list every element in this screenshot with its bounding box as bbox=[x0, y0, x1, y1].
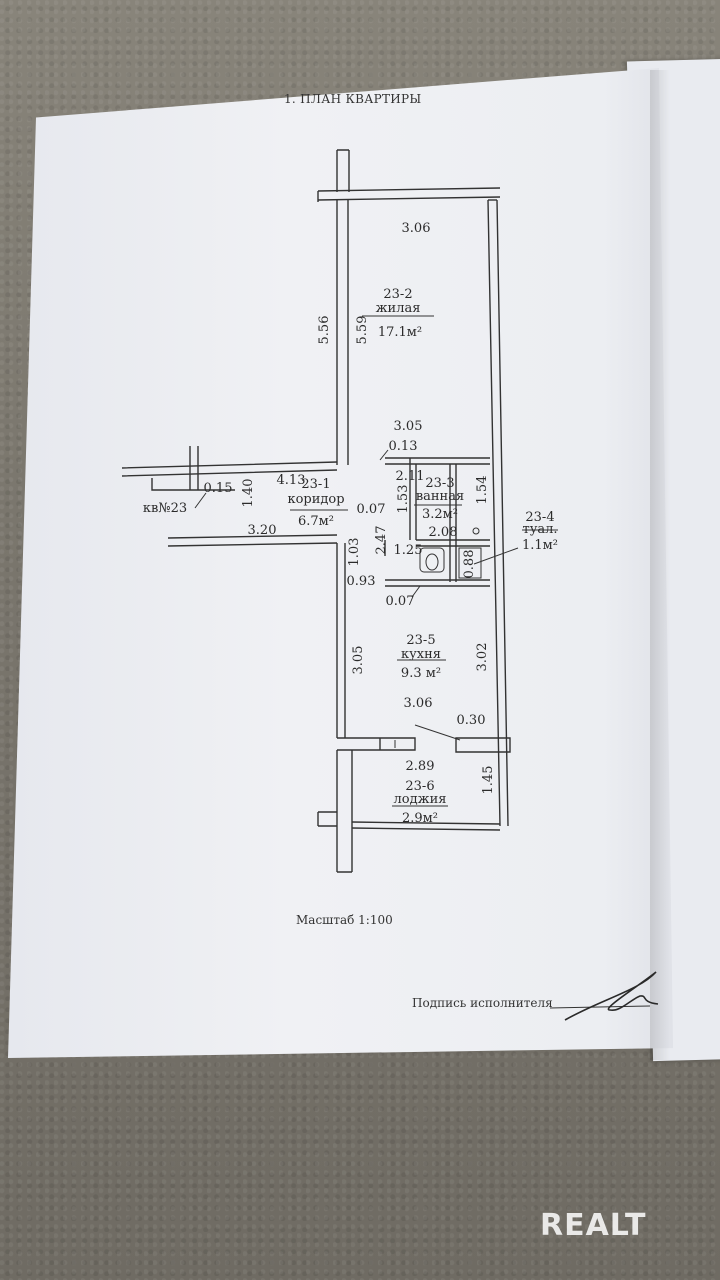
dim-label: 3.05 bbox=[351, 646, 366, 675]
dim-label: 0.15 bbox=[204, 481, 233, 496]
wall-corridor-bottom bbox=[167, 534, 338, 547]
room-kitchen-id: 23-5 bbox=[406, 633, 435, 648]
wall-bath-top bbox=[385, 457, 490, 465]
dim-label: 0.30 bbox=[457, 713, 486, 728]
dim-label: 3.05 bbox=[394, 419, 423, 434]
dim-label: 3.06 bbox=[402, 221, 431, 236]
dim-label: 5.56 bbox=[317, 316, 332, 345]
dim-label: 0.93 bbox=[347, 574, 376, 589]
wall-loggia-left bbox=[336, 750, 353, 873]
dim-label: 2.89 bbox=[406, 759, 435, 774]
dim-label: 1.45 bbox=[481, 766, 496, 795]
room-corridor-area: 6.7м² bbox=[298, 514, 334, 529]
room-kitchen-area: 9.3 м² bbox=[401, 666, 441, 681]
dim-label: 2.11 bbox=[396, 469, 425, 484]
wall-kitchen-bottom-left bbox=[337, 737, 416, 751]
plan-title: 1. ПЛАН КВАРТИРЫ bbox=[284, 92, 422, 106]
wall-top-inner bbox=[317, 196, 501, 201]
dim-label: 1.54 bbox=[475, 476, 490, 505]
room-toilet-area: 1.1м² bbox=[522, 538, 558, 553]
wall-loggia-bottom bbox=[351, 821, 501, 831]
wall-corridor-top bbox=[121, 461, 338, 477]
realt-watermark: REALT bbox=[540, 1208, 647, 1243]
dim-label: 2.47 bbox=[374, 526, 389, 555]
room-living-id: 23-2 bbox=[383, 287, 412, 302]
dim-label: 1.25 bbox=[394, 543, 423, 558]
dim-label: 3.02 bbox=[475, 643, 490, 672]
dim-label: 3.06 bbox=[404, 696, 433, 711]
dim-label: 5.59 bbox=[355, 316, 370, 345]
sink-fixture bbox=[472, 527, 480, 535]
neighbor-apartment-label: кв№23 bbox=[143, 501, 187, 516]
wall-bath-bottom bbox=[416, 539, 490, 547]
signature-line bbox=[549, 1005, 651, 1009]
page-spine-shadow bbox=[650, 70, 670, 1060]
room-bath-id: 23-3 bbox=[425, 476, 454, 491]
wall-bath-right bbox=[449, 464, 457, 582]
wall-kitchen-bottom-right bbox=[455, 737, 511, 753]
dim-label: 0.07 bbox=[386, 594, 415, 609]
room-toilet-name: туал. bbox=[523, 522, 558, 537]
room-corridor-name: коридор bbox=[287, 492, 344, 507]
dim-label: 2.08 bbox=[429, 525, 458, 540]
dim-label: 4.13 bbox=[277, 473, 306, 488]
dim-label: 0.13 bbox=[389, 439, 418, 454]
room-toilet-id: 23-4 bbox=[525, 510, 554, 525]
wall-stub-top bbox=[336, 149, 350, 192]
room-living-name: жилая bbox=[376, 301, 421, 316]
room-loggia-id: 23-6 bbox=[405, 779, 434, 794]
signature-scribble bbox=[564, 971, 659, 1021]
signature-label: Подпись исполнителя bbox=[412, 996, 553, 1010]
wall-toilet-bottom bbox=[385, 579, 490, 587]
room-loggia-area: 2.9м² bbox=[402, 811, 438, 826]
wall-kitchen-left bbox=[336, 543, 346, 738]
room-corridor-id: 23-1 bbox=[301, 477, 330, 492]
document-page bbox=[8, 68, 673, 1058]
dim-label: 0.07 bbox=[357, 502, 386, 517]
room-bath-name: ванная bbox=[416, 489, 464, 504]
room-bath-area: 3.2м² bbox=[422, 507, 458, 522]
scale-label: Масштаб 1:100 bbox=[296, 913, 393, 927]
dim-label: 1.03 bbox=[347, 538, 362, 567]
wall-right bbox=[487, 199, 509, 827]
wall-top bbox=[317, 187, 501, 192]
wall-living-left bbox=[336, 200, 349, 465]
toilet-fixture bbox=[419, 547, 445, 573]
wall-bath-left bbox=[409, 458, 417, 540]
tank-fixture bbox=[458, 547, 482, 579]
dim-label: 1.40 bbox=[241, 479, 256, 508]
dim-label: 1.53 bbox=[396, 485, 411, 514]
dim-label: 0.88 bbox=[462, 550, 477, 579]
wall-stub-left bbox=[189, 446, 199, 490]
room-loggia-name: лоджия bbox=[394, 792, 447, 807]
room-kitchen-name: кухня bbox=[401, 647, 441, 662]
room-living-area: 17.1м² bbox=[378, 325, 422, 340]
dim-label: 3.20 bbox=[248, 523, 277, 538]
